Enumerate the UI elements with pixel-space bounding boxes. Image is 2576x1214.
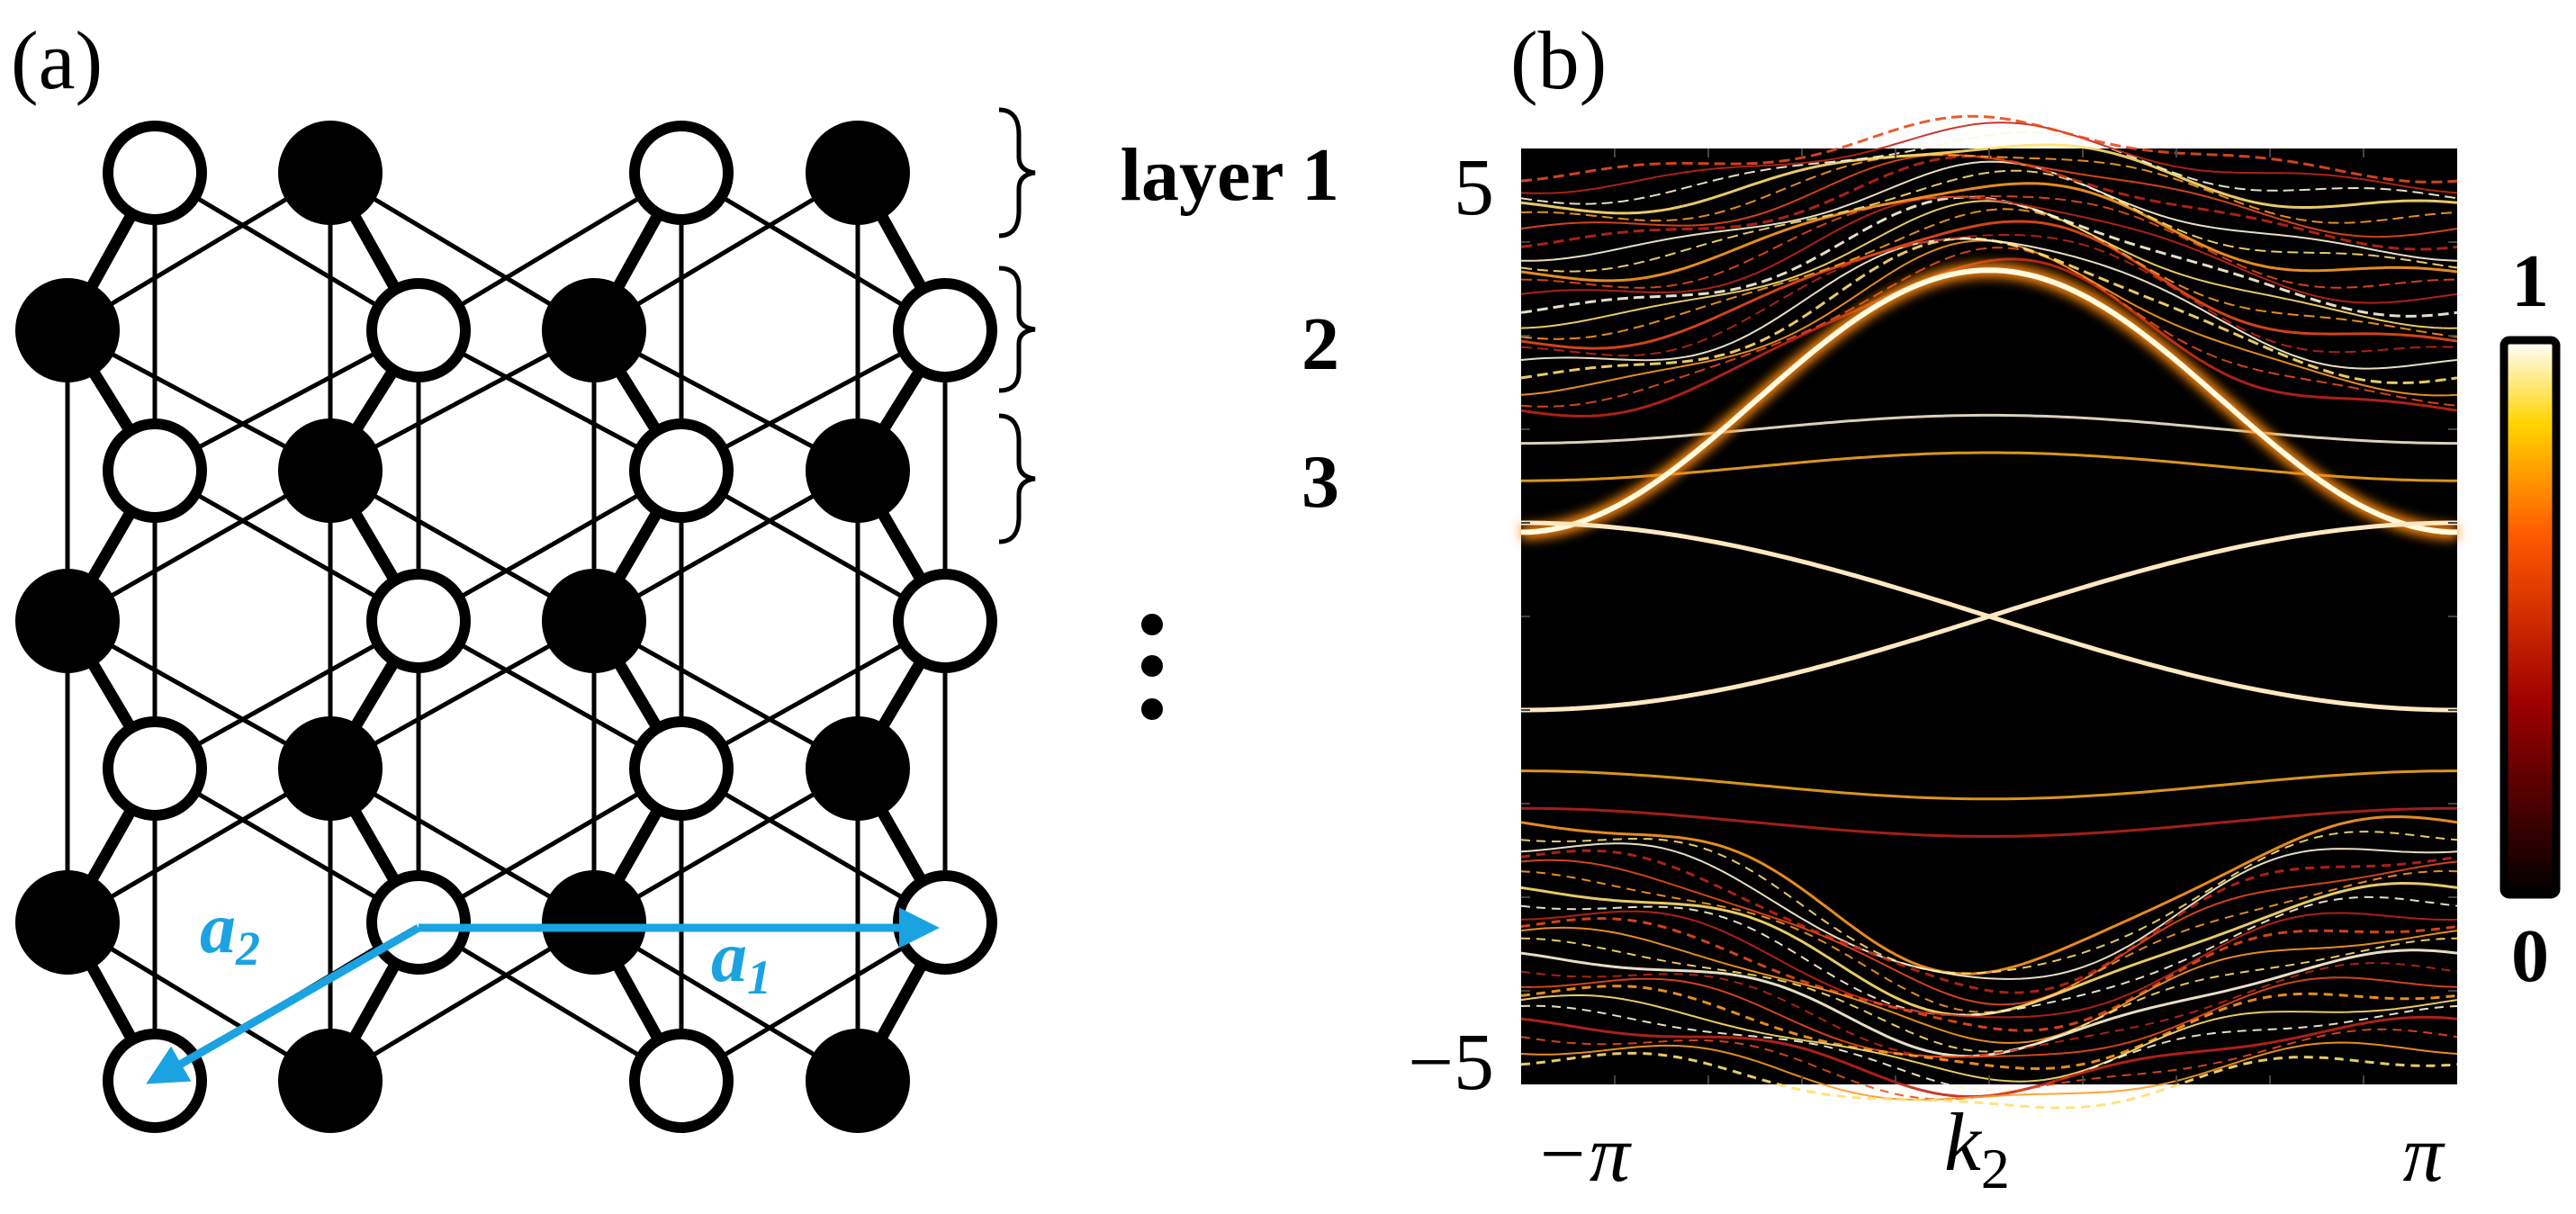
x-tick-right: π [2402, 1110, 2445, 1199]
bulk-band-lower [1520, 937, 2458, 1053]
layer-3-label: 3 [1302, 440, 1339, 524]
bulk-band-lower [1520, 842, 2458, 980]
bulk-band-lower [1520, 849, 2458, 994]
bulk-band-lower [1520, 859, 2458, 1006]
bulk-band-upper [1520, 182, 2458, 283]
bulk-band-upper [1520, 194, 2458, 289]
hollow-site [629, 1029, 734, 1133]
hollow-site [103, 716, 207, 821]
layer-brackets: layer 1 2 3 [998, 107, 1339, 720]
panel-a-label: (a) [11, 14, 103, 106]
filled-site [15, 278, 120, 382]
hollow-site [366, 870, 471, 975]
bulk-band-upper [1520, 130, 2458, 205]
hollow-site [103, 418, 207, 523]
hollow-site [366, 569, 471, 673]
hollow-site [629, 121, 734, 225]
inner-band [1521, 769, 2457, 801]
ellipsis-dots [1141, 614, 1163, 720]
bulk-band-lower [1520, 917, 2458, 1032]
bulk-band-lower [1520, 962, 2458, 1058]
lattice-vectors: a1 a2 [146, 889, 940, 1084]
filled-site [278, 716, 383, 821]
layer-2-label: 2 [1302, 302, 1339, 386]
y-tick-bottom: −5 [1408, 1018, 1494, 1107]
filled-site [542, 870, 646, 975]
panel-b: (b) 5 −5 −π π k2 1 0 [1408, 14, 2561, 1201]
hollow-site [629, 716, 734, 821]
bulk-band-lower [1520, 870, 2458, 1013]
inner-band [1521, 806, 2457, 838]
bulk-band-lower [1520, 815, 2458, 976]
bulk-band-upper [1520, 153, 2458, 238]
bulk-band-upper [1520, 247, 2458, 408]
panel-b-label: (b) [1510, 14, 1607, 106]
hollow-site [366, 278, 471, 382]
inner-band [1521, 413, 2457, 445]
hollow-site [103, 121, 207, 225]
hollow-site [893, 569, 997, 673]
filled-site [542, 278, 646, 382]
x-tick-left: −π [1535, 1110, 1633, 1199]
bulk-band-lower [1520, 926, 2458, 1044]
layer-2-brace [998, 265, 1036, 393]
bulk-band-upper [1520, 121, 2458, 194]
filled-site [542, 569, 646, 673]
bulk-band-lower [1520, 910, 2458, 1019]
vector-a2-label: a2 [200, 889, 260, 976]
filled-site [278, 121, 383, 225]
filled-site [806, 1029, 910, 1133]
colorbar: 1 0 [2499, 239, 2561, 998]
bulk-band-upper [1520, 114, 2458, 184]
filled-site [15, 870, 120, 975]
edge-state-2 [1521, 520, 2457, 713]
colorbar-gradient [2499, 336, 2561, 899]
filled-site [278, 418, 383, 523]
vector-a1-label: a1 [711, 918, 771, 1004]
colorbar-min-label: 0 [2511, 914, 2549, 998]
layer-3-brace [998, 413, 1036, 544]
bulk-band-lower [1520, 985, 2458, 1071]
spectral-bands [1520, 114, 2458, 1110]
hollow-site [629, 418, 734, 523]
bulk-band-upper [1520, 257, 2458, 418]
bulk-band-upper [1520, 200, 2458, 329]
bright-arc [1520, 267, 2458, 535]
bulk-band-upper [1520, 238, 2458, 370]
y-tick-top: 5 [1454, 143, 1494, 232]
bulk-band-upper [1520, 237, 2458, 385]
bulk-band-upper [1520, 155, 2458, 251]
layer-1-label: layer 1 [1121, 133, 1339, 217]
bulk-band-upper [1520, 233, 2458, 357]
plot-ticks [1521, 148, 2457, 1084]
bulk-band-lower [1520, 949, 2458, 1058]
bulk-band-lower [1520, 1041, 2458, 1102]
filled-site [806, 121, 910, 225]
lattice-sites [15, 121, 997, 1133]
filled-site [15, 569, 120, 673]
bulk-band-upper [1520, 195, 2458, 304]
layer-1-brace [998, 107, 1036, 238]
filled-site [806, 418, 910, 523]
bulk-band-lower [1520, 976, 2458, 1058]
bulk-band-lower [1520, 895, 2458, 1016]
filled-site [806, 716, 910, 821]
colorbar-max-label: 1 [2511, 239, 2549, 323]
hollow-site [893, 278, 997, 382]
panel-a: (a) a1 a2 layer 1 2 3 [11, 14, 1339, 1133]
hollow-site [893, 870, 997, 975]
bulk-band-upper [1520, 169, 2458, 273]
vector-a2-arrow [146, 924, 421, 1084]
lattice-diagram [15, 121, 997, 1133]
bulk-band-upper [1520, 220, 2458, 350]
x-axis-label: k2 [1944, 1096, 2010, 1201]
bulk-band-lower [1520, 1051, 2458, 1110]
bulk-band-upper [1520, 160, 2458, 262]
bulk-band-lower [1520, 831, 2458, 975]
filled-site [278, 1029, 383, 1133]
bulk-band-upper [1520, 208, 2458, 340]
bulk-band-lower [1520, 1004, 2458, 1093]
